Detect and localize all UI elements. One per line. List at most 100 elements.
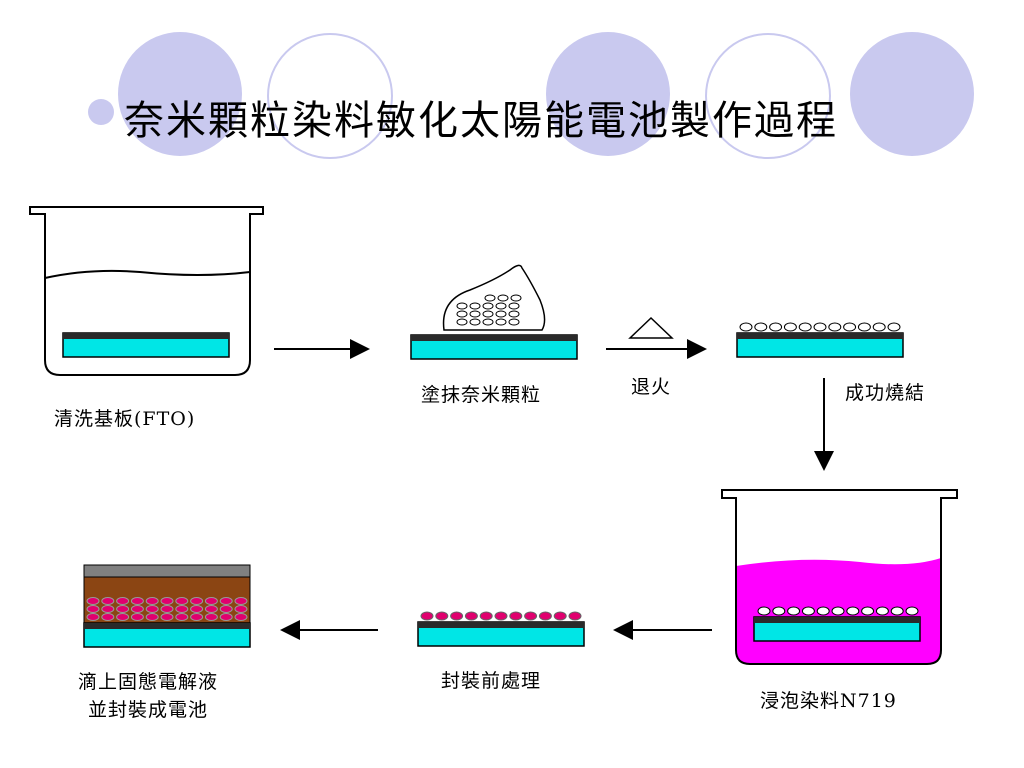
nanoparticle <box>816 606 830 616</box>
dyed-particle <box>116 613 130 621</box>
dyed-particle <box>145 597 159 605</box>
step-label-pretreat: 封裝前處理 <box>441 670 542 692</box>
dyed-particle <box>101 613 115 621</box>
step-label-final: 滴上固態電解液 並封裝成電池 <box>78 668 218 724</box>
dyed-particle <box>494 611 508 621</box>
final-cell <box>83 564 251 648</box>
dyed-particle <box>538 611 552 621</box>
decor-circle <box>705 33 831 159</box>
sintered-illustration <box>736 322 904 358</box>
title-bullet-icon <box>88 99 114 125</box>
dyed-particle <box>553 611 567 621</box>
triangle-heat-icon <box>628 316 674 339</box>
dyed-particle <box>145 605 159 613</box>
nanoparticle <box>484 294 496 302</box>
step-label-clean: 清洗基板(FTO) <box>54 408 196 430</box>
dyed-particle <box>175 597 189 605</box>
nanoparticle <box>456 318 468 326</box>
dyed-particle <box>204 597 218 605</box>
nanoparticle <box>757 606 771 616</box>
dyed-particle <box>86 613 100 621</box>
nanoparticle <box>739 322 753 332</box>
dyed-particle <box>234 597 248 605</box>
sintered-particles <box>739 322 901 332</box>
dyed-particle <box>190 597 204 605</box>
nanoparticle <box>754 322 768 332</box>
dyed-particle <box>219 597 233 605</box>
dyed-particle <box>479 611 493 621</box>
dyed-particle <box>175 613 189 621</box>
top-cover <box>83 564 251 578</box>
dyed-particle <box>116 605 130 613</box>
dyed-particle <box>116 597 130 605</box>
dyed-particle <box>130 613 144 621</box>
nanoparticle <box>787 606 801 616</box>
cell-particles <box>86 597 248 621</box>
nanoparticle <box>905 606 919 616</box>
nanoparticle <box>469 318 481 326</box>
dyed-particle <box>219 613 233 621</box>
nanoparticle <box>890 606 904 616</box>
nanoparticle <box>508 318 520 326</box>
dyed-particle <box>509 611 523 621</box>
nanoparticle <box>846 606 860 616</box>
nanoparticle <box>508 302 520 310</box>
step-label-final-line2: 並封裝成電池 <box>88 699 209 721</box>
dyed-particle <box>145 613 159 621</box>
dyed-particle <box>420 611 434 621</box>
pretreat-illustration <box>417 611 585 647</box>
dyed-particle <box>130 605 144 613</box>
dyed-particle <box>204 605 218 613</box>
nanoparticle <box>510 294 522 302</box>
dyed-particle <box>160 613 174 621</box>
dyed-particle <box>204 613 218 621</box>
dyed-particle <box>160 597 174 605</box>
dyed-particle <box>101 597 115 605</box>
nanoparticle <box>843 322 857 332</box>
nanoparticle <box>828 322 842 332</box>
dyed-particle <box>568 611 582 621</box>
soaked-particles <box>757 606 919 616</box>
step-label-soak: 浸泡染料N719 <box>760 690 897 712</box>
nanoparticle <box>813 322 827 332</box>
nanoparticle <box>872 322 886 332</box>
nanoparticle <box>495 318 507 326</box>
nanoparticle <box>482 302 494 310</box>
decor-circle <box>267 33 393 159</box>
nanoparticle <box>831 606 845 616</box>
nanoparticle <box>456 302 468 310</box>
step-label-sinter: 成功燒結 <box>845 382 926 404</box>
nanoparticle <box>469 302 481 310</box>
step-label-coat: 塗抹奈米顆粒 <box>421 384 542 406</box>
cleaning-beaker <box>29 206 264 376</box>
dyed-particle <box>101 605 115 613</box>
nanoparticle <box>497 294 509 302</box>
nanoparticle <box>482 318 494 326</box>
step-label-anneal: 退火 <box>631 376 672 398</box>
decor-circle <box>850 32 974 156</box>
nanoparticle <box>887 322 901 332</box>
dyed-particle <box>450 611 464 621</box>
dyed-particle <box>130 597 144 605</box>
dyed-particle <box>160 605 174 613</box>
step-label-final-line1: 滴上固態電解液 <box>78 671 219 693</box>
nanoparticle <box>508 310 520 318</box>
dyed-particle <box>190 613 204 621</box>
dyed-particle <box>524 611 538 621</box>
dyed-particle <box>234 613 248 621</box>
dyed-particle <box>190 605 204 613</box>
nanoparticle <box>772 606 786 616</box>
dyed-particle <box>219 605 233 613</box>
nanoparticle <box>875 606 889 616</box>
nanoparticle <box>495 310 507 318</box>
nanoparticle-paste <box>456 294 522 326</box>
dye-beaker <box>721 489 958 665</box>
dyed-particle <box>175 605 189 613</box>
page-title: 奈米顆粒染料敏化太陽能電池製作過程 <box>124 98 838 144</box>
coating-illustration <box>410 264 578 360</box>
dyed-particle <box>464 611 478 621</box>
nanoparticle <box>783 322 797 332</box>
